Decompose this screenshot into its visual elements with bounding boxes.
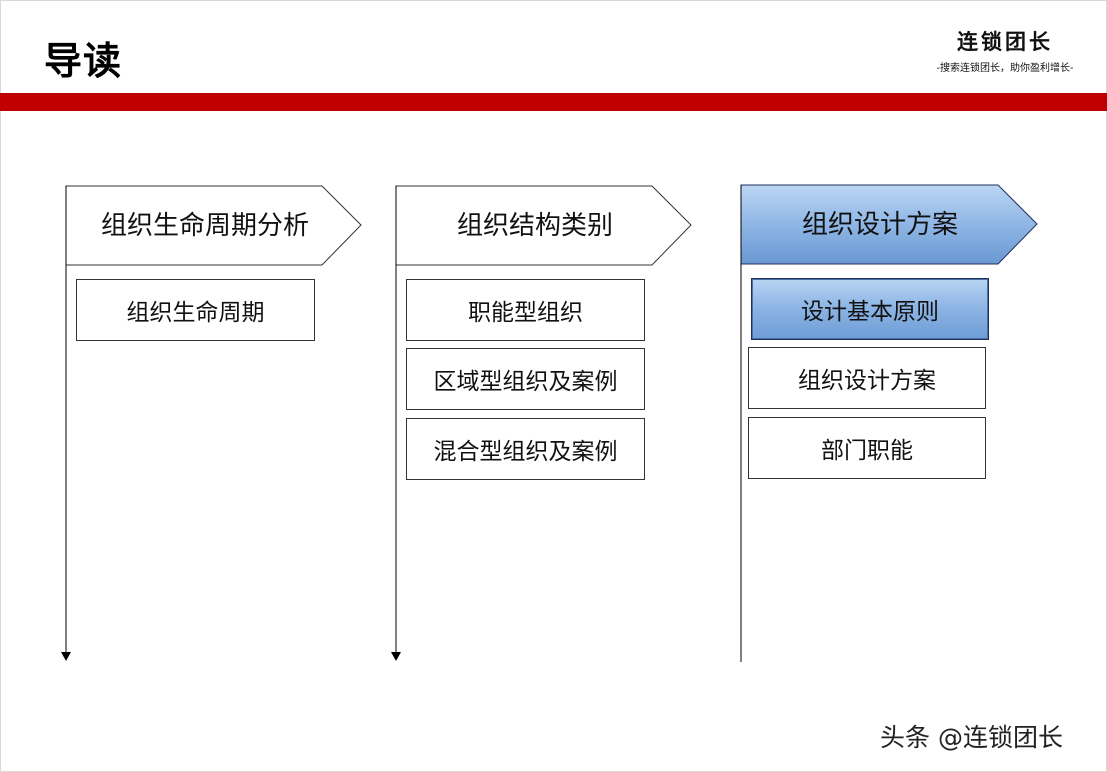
column-3-item-3[interactable]: 部门职能 bbox=[748, 417, 986, 479]
column-3-item-2[interactable]: 组织设计方案 bbox=[748, 347, 986, 409]
column-3-item-1-active[interactable]: 设计基本原则 bbox=[751, 278, 989, 340]
column-2-item-2[interactable]: 区域型组织及案例 bbox=[406, 348, 645, 410]
header-red-bar bbox=[0, 93, 1107, 111]
watermark-text: 头条 @连锁团长 bbox=[880, 723, 1063, 752]
column-2-item-1[interactable]: 职能型组织 bbox=[406, 279, 645, 341]
column-2-item-3[interactable]: 混合型组织及案例 bbox=[406, 418, 645, 480]
column-1-arrowhead bbox=[61, 652, 71, 661]
column-2-arrowhead bbox=[391, 652, 401, 661]
column-1-item-1[interactable]: 组织生命周期 bbox=[76, 279, 315, 341]
column-1-heading: 组织生命周期分析 bbox=[100, 211, 309, 241]
brand-slogan: -搜索连锁团长，助你盈利增长- bbox=[936, 63, 1074, 74]
column-3-heading: 组织设计方案 bbox=[801, 210, 958, 240]
slide-title: 导读 bbox=[44, 39, 123, 83]
brand-name: 连锁团长 bbox=[957, 29, 1053, 54]
column-2-heading: 组织结构类别 bbox=[456, 211, 613, 241]
brand-logo: 连锁团长 -搜索连锁团长，助你盈利增长- bbox=[930, 26, 1080, 74]
